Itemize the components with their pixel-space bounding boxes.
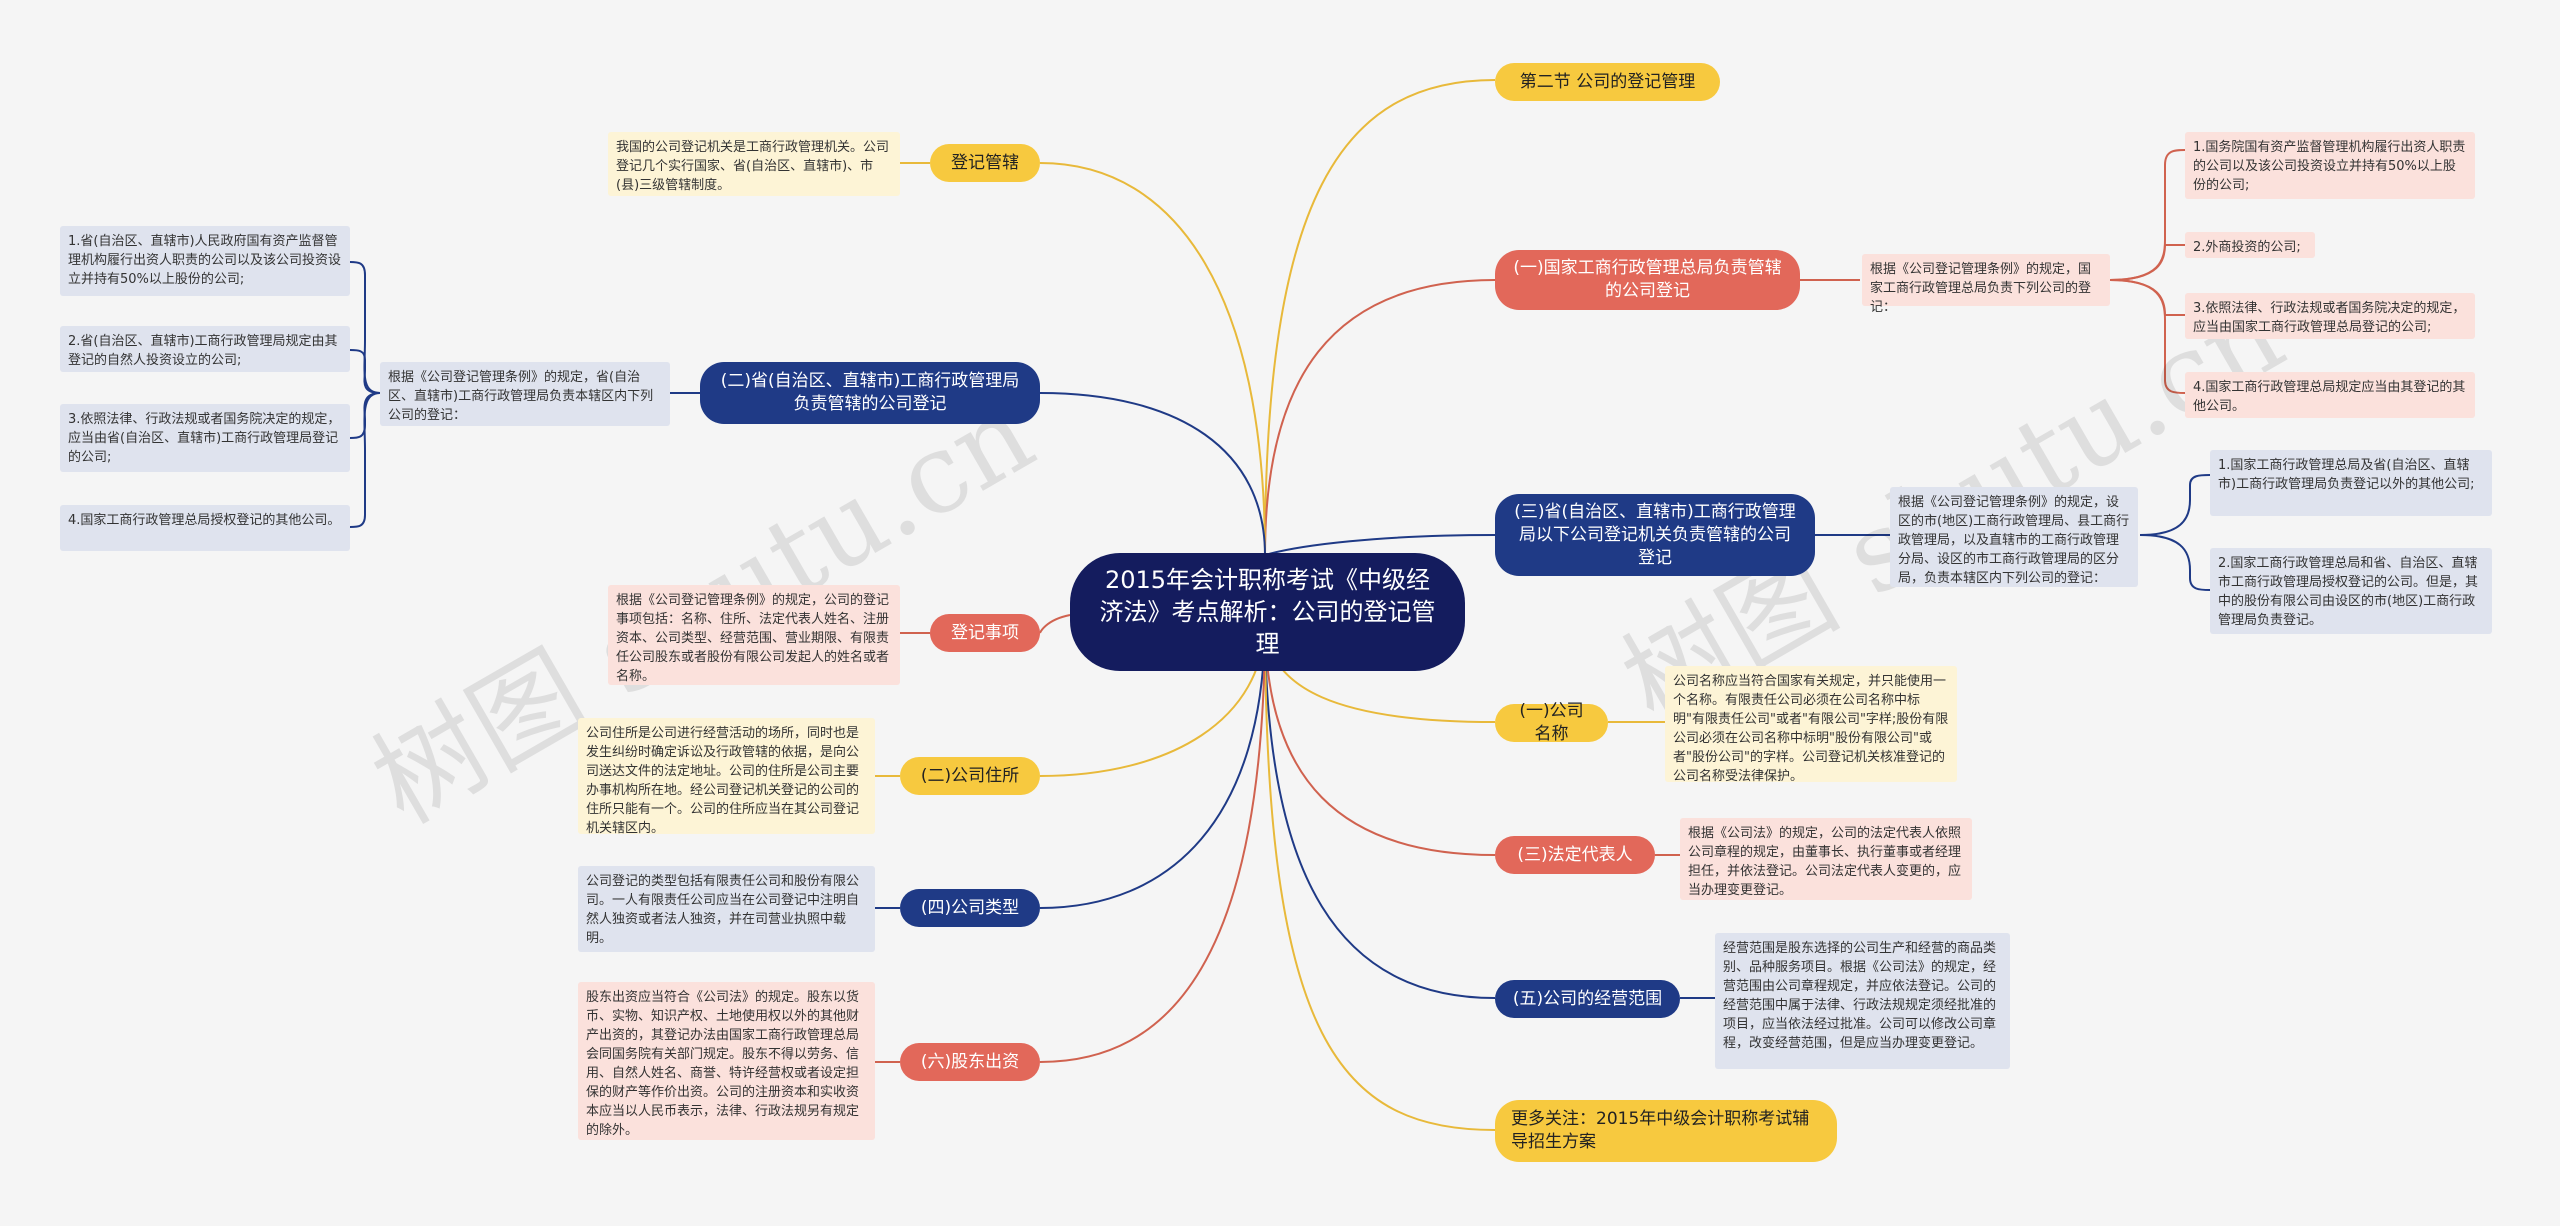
note-jurisdiction: 我国的公司登记机关是工商行政管理机关。公司登记几个实行国家、省(自治区、直辖市)…	[608, 132, 900, 196]
note-shareholder-contribution: 股东出资应当符合《公司法》的规定。股东以货币、实物、知识产权、土地使用权以外的其…	[578, 982, 875, 1140]
note-municipal-item: 2.国家工商行政管理总局和省、自治区、直辖市工商行政管理局授权登记的公司。但是，…	[2210, 548, 2492, 634]
note-provincial-item: 2.省(自治区、直辖市)工商行政管理局规定由其登记的自然人投资设立的公司;	[60, 326, 350, 372]
branch-registration-items[interactable]: 登记事项	[930, 614, 1040, 652]
branch-jurisdiction[interactable]: 登记管辖	[930, 144, 1040, 182]
note-national: 根据《公司登记管理条例》的规定，国家工商行政管理总局负责下列公司的登记：	[1862, 254, 2110, 315]
note-provincial-item: 4.国家工商行政管理总局授权登记的其他公司。	[60, 505, 350, 551]
note-company-residence: 公司住所是公司进行经营活动的场所，同时也是发生纠纷时确定诉讼及行政管辖的依据，是…	[578, 718, 875, 836]
note-municipal: 根据《公司登记管理条例》的规定，设区的市(地区)工商行政管理局、县工商行政管理局…	[1890, 487, 2138, 587]
branch-company-name[interactable]: (一)公司名称	[1495, 701, 1608, 744]
branch-provincial-registration[interactable]: (二)省(自治区、直辖市)工商行政管理局负责管辖的公司登记	[700, 362, 1040, 424]
branch-business-scope[interactable]: (五)公司的经营范围	[1495, 980, 1680, 1018]
note-company-name: 公司名称应当符合国家有关规定，并只能使用一个名称。有限责任公司必须在公司名称中标…	[1665, 666, 1957, 784]
note-business-scope: 经营范围是股东选择的公司生产和经营的商品类别、品种服务项目。根据《公司法》的规定…	[1715, 933, 2010, 1069]
branch-section-title[interactable]: 第二节 公司的登记管理	[1495, 63, 1720, 101]
note-national-item: 1.国务院国有资产监督管理机构履行出资人职责的公司以及该公司投资设立并持有50%…	[2185, 132, 2475, 199]
root-topic[interactable]: 2015年会计职称考试《中级经济法》考点解析：公司的登记管理	[1070, 553, 1465, 671]
note-company-type: 公司登记的类型包括有限责任公司和股份有限公司。一人有限责任公司应当在公司登记中注…	[578, 866, 875, 952]
branch-company-type[interactable]: (四)公司类型	[900, 889, 1040, 927]
note-national-item: 2.外商投资的公司;	[2185, 232, 2315, 258]
branch-company-residence[interactable]: (二)公司住所	[900, 757, 1040, 795]
branch-national-registration[interactable]: (一)国家工商行政管理总局负责管辖的公司登记	[1495, 250, 1800, 310]
branch-municipal-registration[interactable]: (三)省(自治区、直辖市)工商行政管理局以下公司登记机关负责管辖的公司登记	[1495, 494, 1815, 576]
note-registration-items: 根据《公司登记管理条例》的规定，公司的登记事项包括：名称、住所、法定代表人姓名、…	[608, 585, 900, 685]
note-provincial: 根据《公司登记管理条例》的规定，省(自治区、直辖市)工商行政管理局负责本辖区内下…	[380, 362, 670, 426]
branch-more-info[interactable]: 更多关注：2015年中级会计职称考试辅导招生方案	[1495, 1100, 1837, 1162]
branch-legal-representative[interactable]: (三)法定代表人	[1495, 836, 1655, 874]
note-provincial-item: 3.依照法律、行政法规或者国务院决定的规定，应当由省(自治区、直辖市)工商行政管…	[60, 404, 350, 472]
note-municipal-item: 1.国家工商行政管理总局及省(自治区、直辖市)工商行政管理局负责登记以外的其他公…	[2210, 450, 2492, 516]
branch-shareholder-contribution[interactable]: (六)股东出资	[900, 1043, 1040, 1081]
note-legal-representative: 根据《公司法》的规定，公司的法定代表人依照公司章程的规定，由董事长、执行董事或者…	[1680, 818, 1972, 900]
note-national-item: 4.国家工商行政管理总局规定应当由其登记的其他公司。	[2185, 372, 2475, 418]
note-national-item: 3.依照法律、行政法规或者国务院决定的规定，应当由国家工商行政管理总局登记的公司…	[2185, 293, 2475, 339]
note-provincial-item: 1.省(自治区、直辖市)人民政府国有资产监督管理机构履行出资人职责的公司以及该公…	[60, 226, 350, 296]
